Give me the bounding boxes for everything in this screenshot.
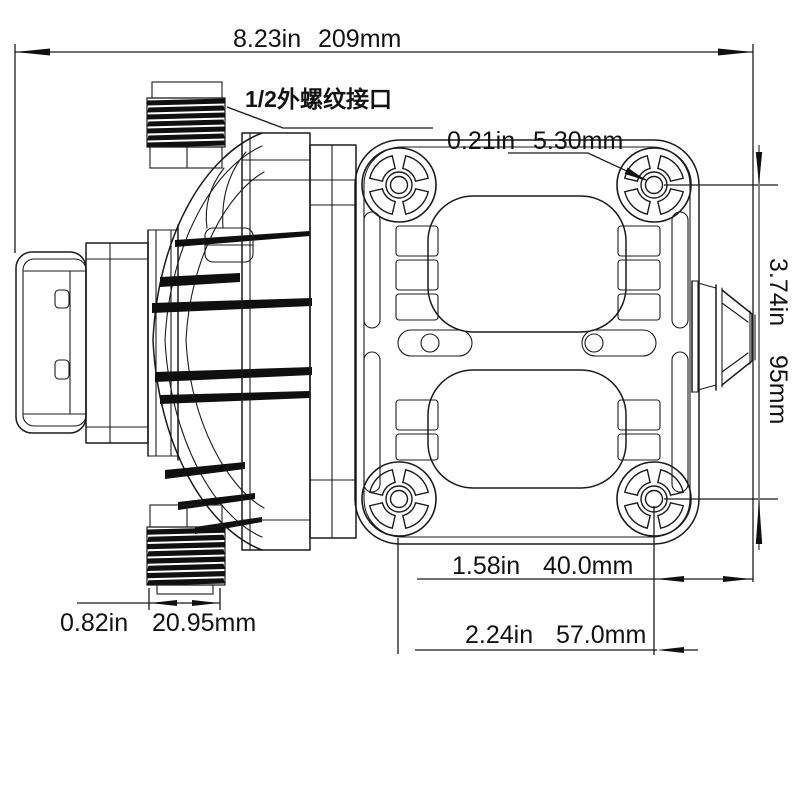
port-cap — [151, 81, 223, 99]
thread-band — [147, 527, 225, 535]
mounting-bracket — [354, 139, 700, 545]
dim-overall-height: 3.74in 95mm — [664, 145, 792, 550]
port-thread-label-text: 1/2外螺纹接口 — [245, 86, 392, 112]
diaphragm-housing-dome — [152, 132, 312, 551]
dim-arrow-top — [755, 152, 763, 184]
bracket-leg-ribs — [395, 225, 661, 461]
foot-spoke-slot — [368, 501, 397, 530]
dim-overall-length-mm: 209mm — [318, 25, 401, 53]
foot-mounting-hole — [644, 489, 664, 509]
bracket-slot — [363, 211, 381, 329]
bracket-slot — [363, 351, 381, 493]
motor-terminal — [54, 359, 70, 380]
dim-overall-length-in: 8.23in — [233, 25, 301, 53]
inlet-elbow — [205, 167, 225, 229]
thread-band — [147, 105, 225, 113]
foot-spoke-slot — [623, 468, 652, 497]
thread-band — [147, 126, 225, 134]
foot-hub-ring — [385, 485, 413, 513]
motor-terminal — [54, 289, 70, 309]
dim-arrow-left — [15, 48, 50, 56]
thread-band — [147, 578, 225, 586]
motor-end-cap — [15, 251, 87, 434]
dim-40-mm: 40.0mm — [543, 552, 633, 580]
clamp-band — [147, 224, 179, 461]
foot-spoke-slot — [656, 501, 685, 530]
label-port-thread: 1/2外螺纹接口 — [226, 86, 433, 129]
foot-outer-circle — [361, 461, 437, 537]
dim-57-mm: 57.0mm — [556, 621, 646, 649]
motor-body — [85, 242, 149, 444]
foot-spoke-slot — [401, 501, 430, 530]
inlet-port-threads — [146, 81, 226, 169]
thread-bands — [146, 97, 226, 148]
thread-band — [147, 133, 225, 141]
foot-spoke-slot — [623, 187, 652, 216]
dim-57-in: 2.24in — [465, 621, 533, 649]
center-slot — [397, 329, 473, 357]
mounting-foot — [361, 461, 437, 537]
dim-overall-height-mm: 95mm — [764, 355, 792, 424]
dim-40-in: 1.58in — [452, 552, 520, 580]
foot-hub-ring — [385, 171, 413, 199]
foot-spoke-slot — [401, 154, 430, 183]
dim-bolt-spacing-40mm: 1.58in 40.0mm — [417, 506, 753, 655]
dim-overall-height-in: 3.74in — [764, 258, 792, 326]
thread-band — [147, 563, 225, 571]
thread-band — [147, 549, 225, 557]
pump-head-housing — [241, 132, 357, 551]
bracket-cutout-top — [427, 195, 627, 333]
dim-arrow-right — [718, 48, 753, 56]
bracket-cutout-bottom — [427, 369, 627, 489]
thread-bands — [146, 526, 226, 586]
bracket-slot — [671, 211, 689, 329]
foot-spoke-slot — [368, 468, 397, 497]
outlet-port-threads — [146, 504, 226, 595]
dim-arrow-bottom — [755, 500, 763, 544]
bracket-slot — [671, 351, 689, 493]
foot-spoke-slot — [623, 501, 652, 530]
foot-spoke-slot — [656, 154, 685, 183]
mounting-foot — [616, 147, 692, 223]
foot-spoke-slot — [656, 187, 685, 216]
thread-band — [147, 556, 225, 564]
foot-mounting-hole — [644, 175, 664, 195]
foot-outer-circle — [361, 147, 437, 223]
foot-spoke-slot — [656, 468, 685, 497]
thread-band — [147, 571, 225, 579]
dim-thread-in: 0.82in — [60, 609, 128, 637]
thread-band — [147, 112, 225, 120]
foot-spoke-slot — [368, 187, 397, 216]
dim-overall-length: 8.23in 209mm — [14, 25, 754, 582]
dim-mounting-hole: 0.21in 5.30mm — [447, 127, 647, 181]
foot-spoke-slot — [401, 468, 430, 497]
leader-arrowhead — [624, 167, 647, 181]
pump-side-view — [15, 81, 756, 595]
foot-mounting-hole — [389, 175, 409, 195]
thread-band — [147, 98, 225, 106]
dimension-annotations: 8.23in 209mm 3.74in 95mm 0.21in 5.30mm — [14, 25, 792, 655]
thread-band — [147, 119, 225, 127]
dim-hole-mm: 5.30mm — [533, 127, 623, 155]
foot-spoke-slot — [368, 154, 397, 183]
thread-band — [147, 140, 225, 148]
center-slot-hole — [584, 333, 604, 353]
pressure-switch-cone — [691, 280, 756, 393]
dim-bolt-spacing-57mm: 2.24in 57.0mm — [397, 538, 698, 654]
center-slot — [581, 329, 657, 357]
port-collar — [149, 146, 223, 169]
mounting-foot — [361, 147, 437, 223]
thread-band — [147, 534, 225, 542]
dim-hole-in: 0.21in — [447, 127, 515, 155]
mounting-feet — [361, 147, 692, 537]
center-slot-hole — [420, 333, 440, 353]
dim-thread-diameter: 0.82in 20.95mm — [60, 588, 256, 637]
thread-band — [147, 542, 225, 550]
foot-mounting-hole — [389, 489, 409, 509]
dim-thread-mm: 20.95mm — [152, 609, 256, 637]
foot-spoke-slot — [401, 187, 430, 216]
